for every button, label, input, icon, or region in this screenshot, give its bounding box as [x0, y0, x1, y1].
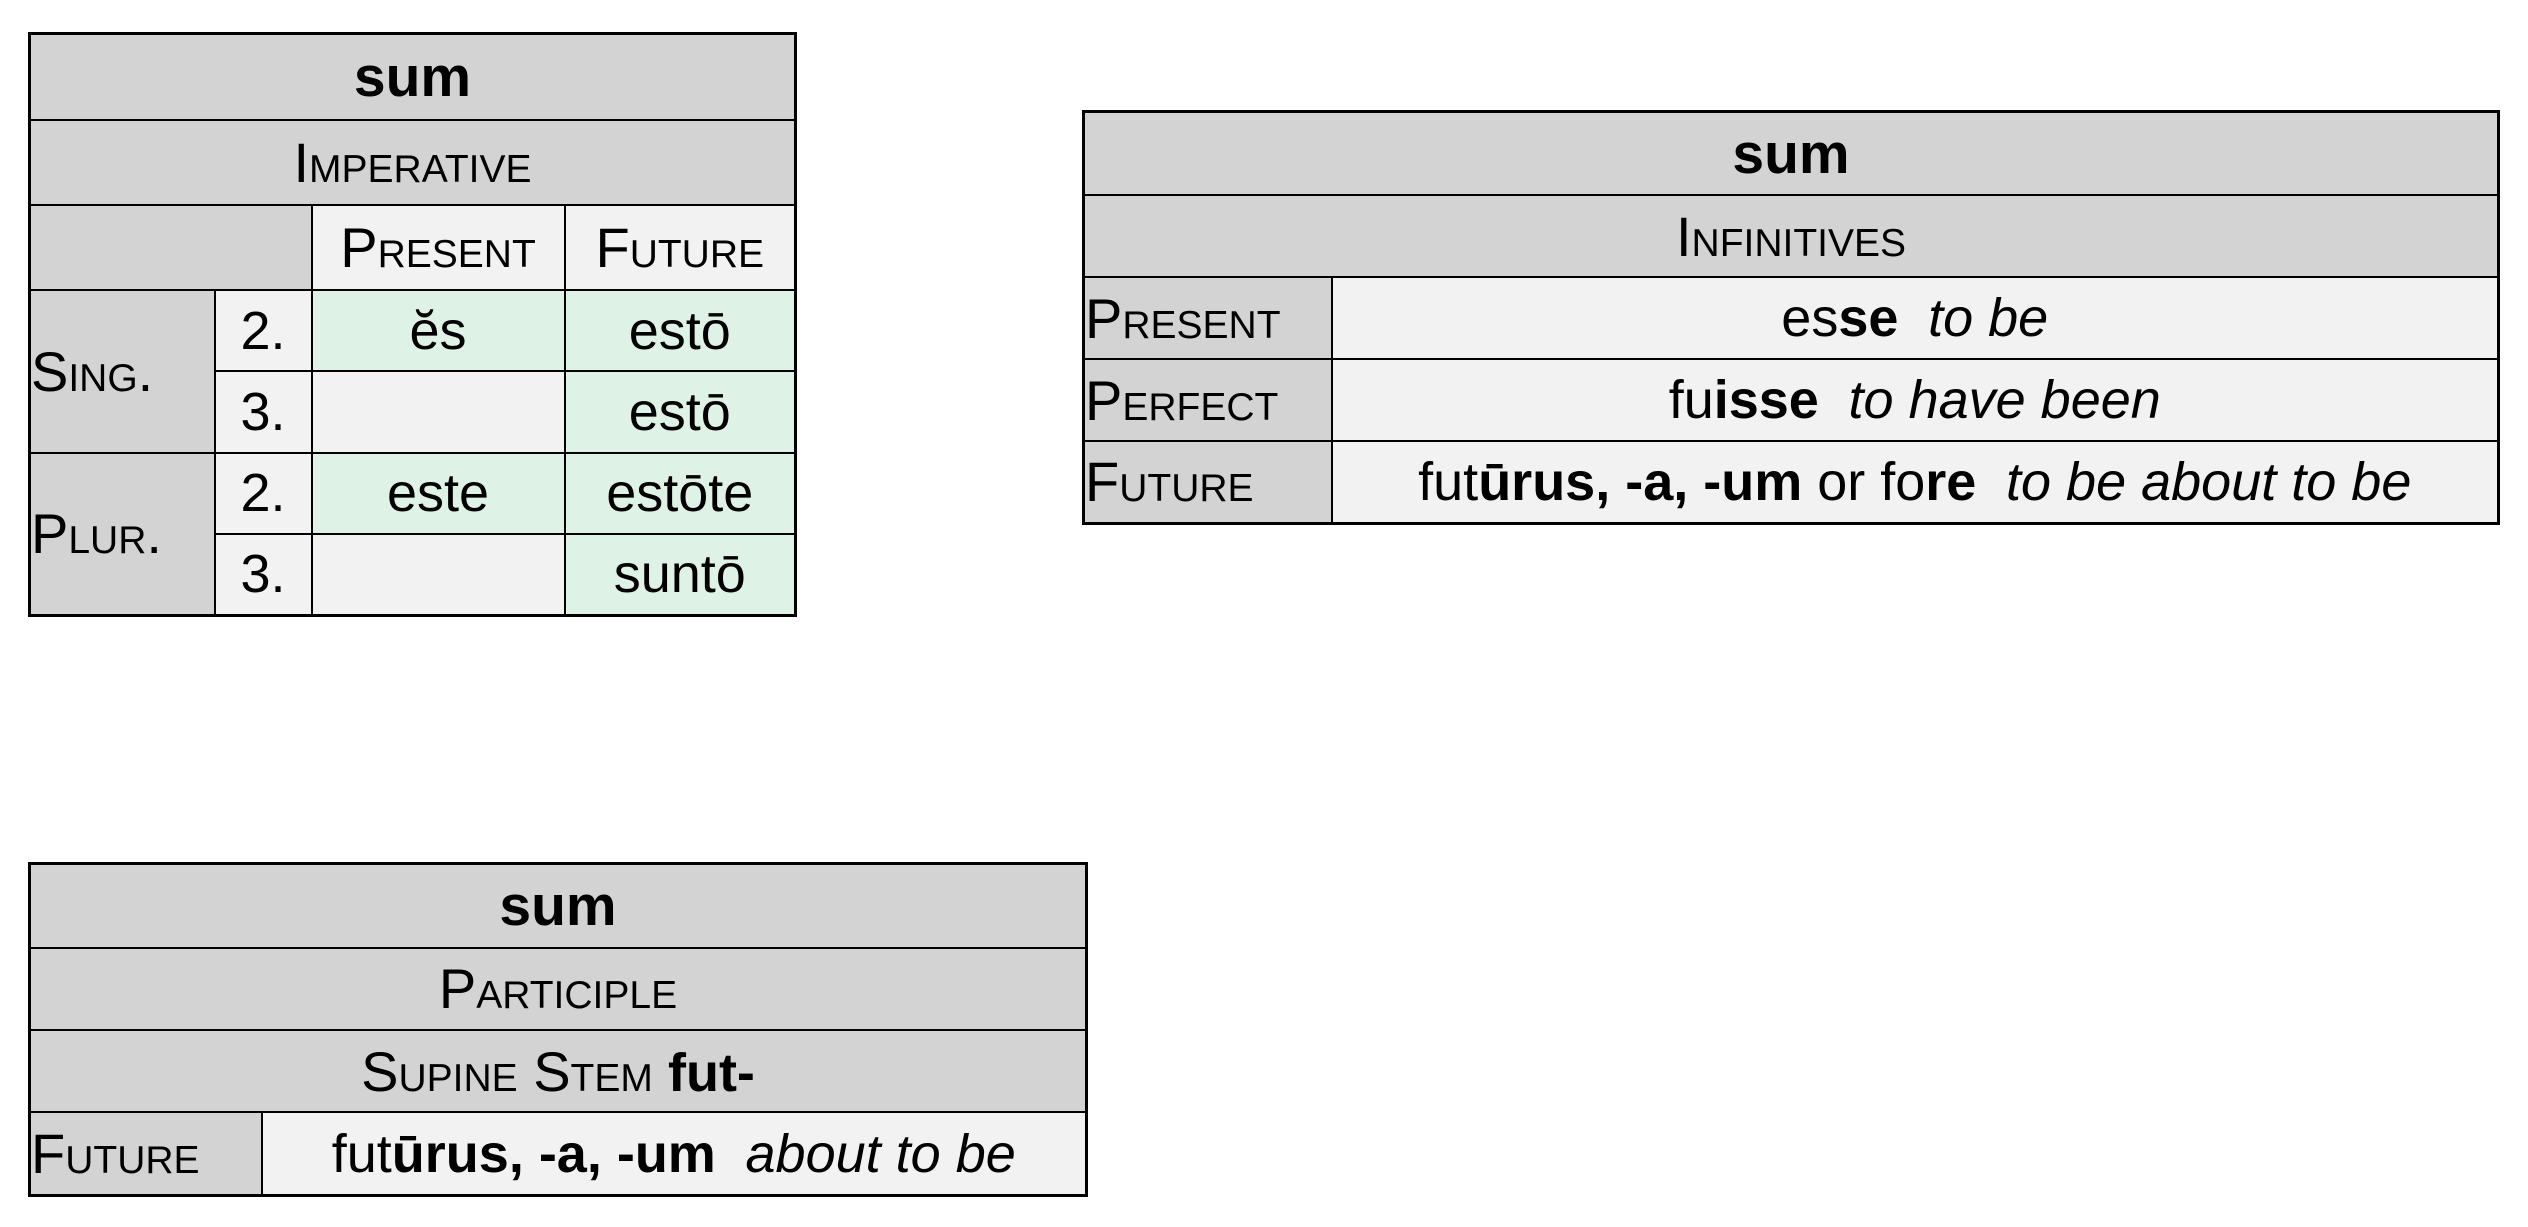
participle-row-label-future: Future	[28, 1111, 263, 1197]
imperative-form-future-plur-3: suntō	[563, 532, 797, 617]
imperative-form-present-sing-2: ĕs	[310, 289, 566, 373]
infinitives-row-label-present: Present	[1082, 276, 1333, 361]
imperative-form-present-plur-3	[310, 532, 566, 617]
form-segment: or fo	[1802, 451, 1926, 512]
infinitive-form-present: esse to be	[1330, 276, 2500, 361]
imperative-col-header-future: Future	[563, 204, 797, 292]
form-segment-bold: se	[1838, 288, 1899, 349]
imperative-form-future-sing-2: estō	[563, 289, 797, 373]
imperative-verb-title: sum	[28, 32, 797, 122]
form-segment: es	[1781, 288, 1839, 349]
imperative-form-present-plur-2: este	[310, 451, 566, 535]
imperative-person-cell-sing-3: 3.	[213, 370, 313, 454]
infinitives-table: sum Infinitives Present esse to be Perfec…	[1082, 110, 2501, 525]
form-segment-bold: isse	[1713, 370, 1819, 430]
supine-stem-value: fut-	[667, 1042, 755, 1103]
imperative-group-label-singular: Sing.	[28, 289, 216, 454]
imperative-col-header-present: Present	[310, 204, 566, 292]
form-segment: fu	[1668, 370, 1714, 430]
infinitive-form-future: futūrus, -a, -um or fore to be about to b…	[1330, 439, 2500, 525]
imperative-person-cell-plur-2: 2.	[213, 451, 313, 535]
imperative-table: sum Imperative Present Future Sing. 2. ĕ…	[28, 32, 798, 617]
infinitives-verb-title: sum	[1082, 110, 2500, 197]
infinitive-form-perfect: fuisse to have been	[1330, 358, 2500, 442]
imperative-group-label-plural: Plur.	[28, 451, 216, 617]
imperative-form-future-plur-2: estōte	[563, 451, 797, 535]
infinitives-row-label-perfect: Perfect	[1082, 358, 1333, 442]
supine-stem-label: Supine Stem	[361, 1039, 653, 1103]
form-segment-bold: re	[1925, 451, 1977, 512]
imperative-form-present-sing-3	[310, 370, 566, 454]
imperative-form-future-sing-3: estō	[563, 370, 797, 454]
imperative-corner-cell	[28, 204, 313, 292]
form-segment-bold: ūrus, -a, -um	[1478, 451, 1803, 512]
translation-text: about to be	[745, 1123, 1016, 1184]
translation-text: to be about to be	[2006, 451, 2412, 512]
infinitives-row-label-future: Future	[1082, 439, 1333, 525]
form-segment: fut	[1418, 451, 1479, 512]
infinitives-section-title: Infinitives	[1082, 194, 2500, 279]
translation-text: to be	[1928, 288, 2049, 349]
participle-form-future: futūrus, -a, -um about to be	[260, 1111, 1088, 1197]
participle-verb-title: sum	[28, 862, 1088, 949]
translation-text: to have been	[1848, 370, 2161, 430]
imperative-person-cell-plur-3: 3.	[213, 532, 313, 617]
participle-section-title: Participle	[28, 946, 1088, 1032]
imperative-person-cell-sing-2: 2.	[213, 289, 313, 373]
imperative-section-title: Imperative	[28, 119, 797, 207]
form-segment-bold: ūrus, -a, -um	[391, 1123, 716, 1184]
form-segment: fut	[331, 1123, 392, 1184]
